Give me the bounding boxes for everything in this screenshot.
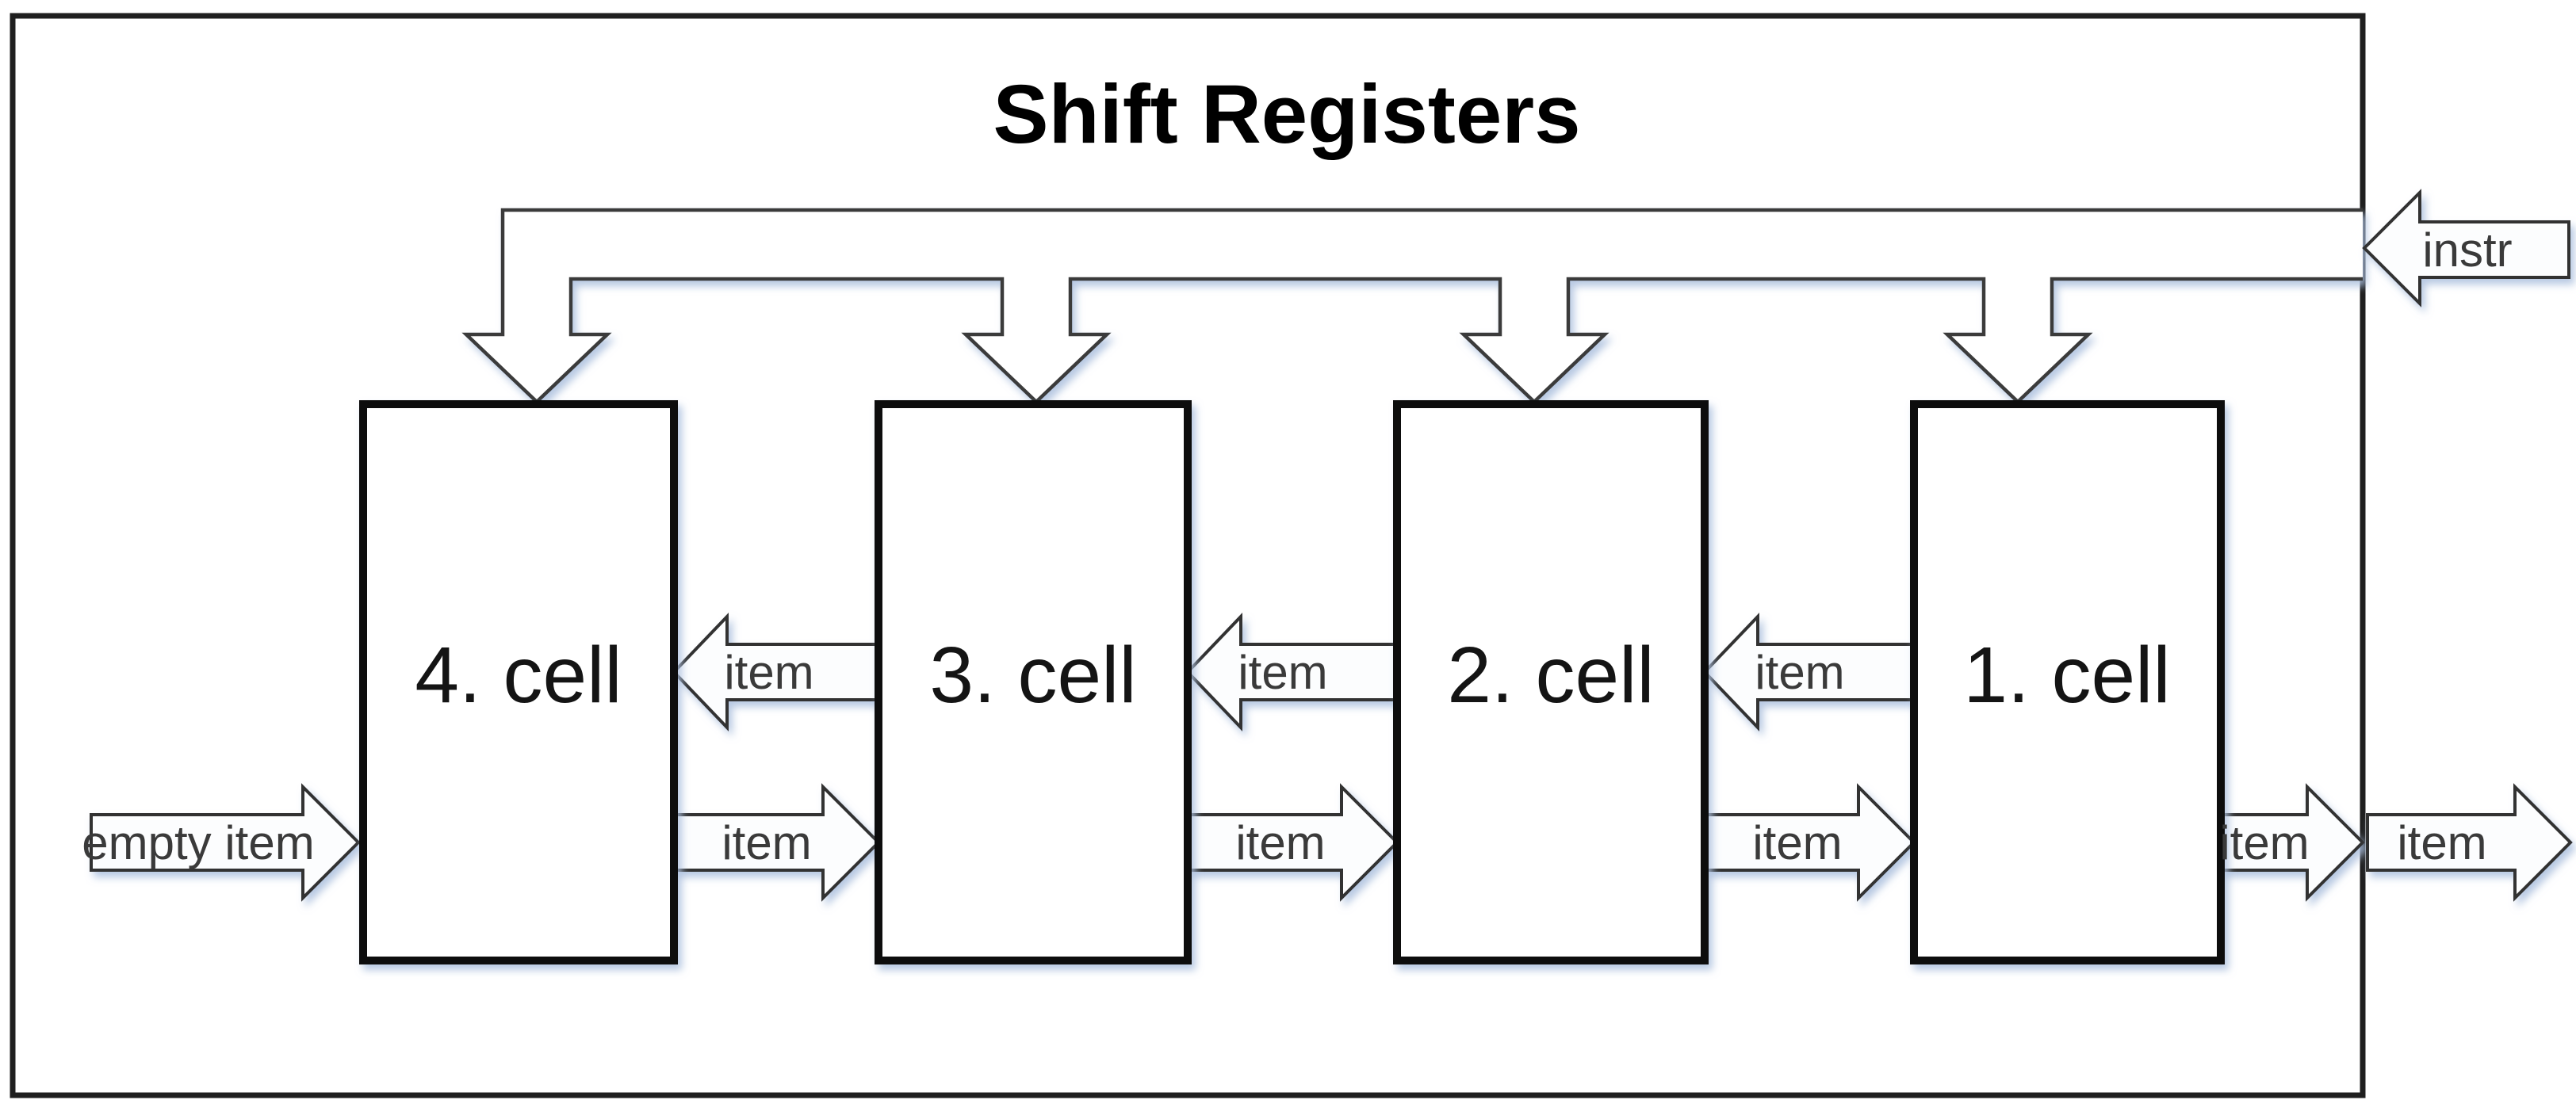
arrow-instr-in xyxy=(2362,189,2570,307)
arrow-item-1-to-2-label: item xyxy=(1755,646,1844,699)
cell-4-label: 4. cell xyxy=(415,631,622,720)
arrow-item-2-to-1 xyxy=(1703,783,1916,902)
cell-4-box xyxy=(359,400,678,964)
outer-boundary-box xyxy=(10,13,2366,1098)
arrow-item-3-to-2-label: item xyxy=(1235,816,1325,869)
cell-2: 2. cell xyxy=(1393,400,1709,964)
cell-1: 1. cell xyxy=(1910,400,2225,964)
cell-1-label: 1. cell xyxy=(1963,631,2170,720)
cell-3-box xyxy=(875,400,1192,964)
arrow-item-4-to-3 xyxy=(672,783,881,902)
arrow-instr-in-label: instr xyxy=(2422,223,2512,277)
arrow-item-out-label: item xyxy=(2397,816,2486,869)
instr-distribution-channel xyxy=(461,208,2363,405)
cell-1-box xyxy=(1910,400,2225,964)
cell-3: 3. cell xyxy=(875,400,1192,964)
cell-2-label: 2. cell xyxy=(1447,631,1654,720)
arrow-item-3-to-2 xyxy=(1186,783,1399,902)
arrow-item-1-out xyxy=(2219,783,2365,902)
arrow-item-1-out-label: item xyxy=(2219,816,2309,869)
arrow-item-out xyxy=(2366,783,2573,902)
arrow-item-4-to-3-label: item xyxy=(722,816,811,869)
arrow-item-2-to-1-label: item xyxy=(1752,816,1842,869)
cell-2-box xyxy=(1393,400,1709,964)
arrow-item-2-to-3-label: item xyxy=(1238,646,1327,699)
arrow-empty-item-in-label: empty item xyxy=(82,816,314,869)
arrow-item-3-to-4-label: item xyxy=(724,646,813,699)
diagram-title: Shift Registers xyxy=(993,68,1581,161)
cell-4: 4. cell xyxy=(359,400,678,964)
arrow-empty-item-in xyxy=(90,783,361,902)
cell-3-label: 3. cell xyxy=(929,631,1136,720)
